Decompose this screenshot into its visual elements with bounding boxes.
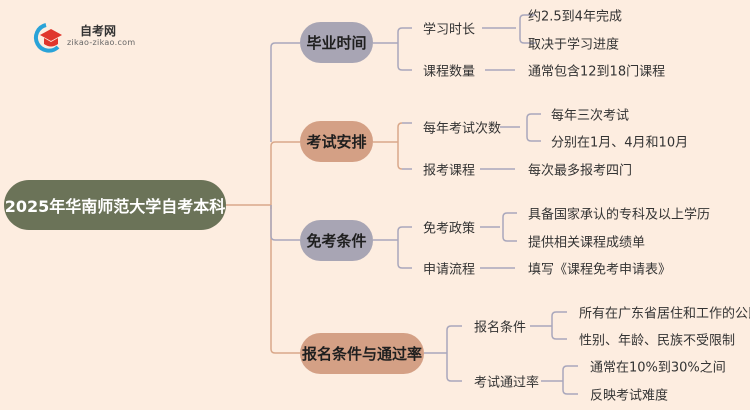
branch-registration-pass-rate: 报名条件与通过率	[300, 333, 424, 374]
leaf: 具备国家承认的专科及以上学历	[528, 207, 711, 223]
leaf: 分别在1月、4月和10月	[551, 135, 689, 151]
subnode: 申请流程	[423, 262, 476, 278]
leaf: 所有在广东省居住和工作的公民	[579, 306, 750, 322]
subnode: 考试通过率	[474, 375, 540, 391]
logo-url: zikao-zikao.com	[67, 38, 136, 47]
subnode: 报考课程	[423, 163, 476, 179]
branch-exemption: 免考条件	[300, 220, 373, 261]
leaf: 通常包含12到18门课程	[528, 64, 666, 80]
leaf: 反映考试难度	[590, 388, 669, 404]
leaf: 约2.5到4年完成	[528, 9, 622, 25]
leaf: 填写《课程免考申请表》	[528, 262, 672, 278]
leaf: 提供相关课程成绩单	[528, 235, 646, 251]
logo-title: 自考网	[80, 24, 117, 38]
branch-graduation-time: 毕业时间	[300, 22, 373, 63]
root-node: 2025年华南师范大学自考本科	[4, 180, 226, 230]
leaf: 每年三次考试	[551, 108, 630, 124]
branch-exam-schedule: 考试安排	[300, 121, 373, 162]
subnode: 课程数量	[423, 64, 476, 80]
leaf: 通常在10%到30%之间	[590, 360, 726, 376]
subnode: 学习时长	[423, 22, 476, 38]
leaf: 取决于学习进度	[528, 37, 620, 53]
graduation-cap-logo-icon	[33, 23, 62, 53]
subnode: 免考政策	[423, 221, 476, 237]
leaf: 性别、年龄、民族不受限制	[579, 333, 736, 349]
subnode: 每年考试次数	[423, 121, 502, 137]
leaf: 每次最多报考四门	[528, 163, 633, 179]
subnode: 报名条件	[474, 320, 527, 336]
